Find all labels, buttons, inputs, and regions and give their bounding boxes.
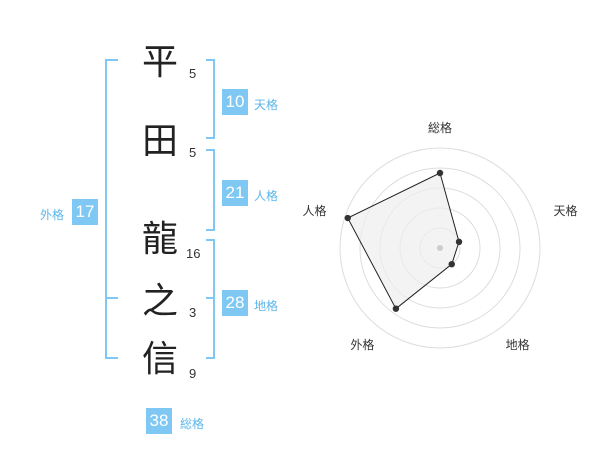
radar-point-3 bbox=[448, 260, 455, 268]
radar-point-5 bbox=[344, 214, 351, 222]
radar-axis-label-4: 外格 bbox=[350, 337, 374, 352]
radar-point-2 bbox=[455, 238, 463, 246]
stroke-count-5: 9 bbox=[189, 366, 197, 381]
name-char-3: 龍 bbox=[141, 219, 178, 260]
radar-point-4 bbox=[392, 305, 400, 312]
stroke-count-3: 16 bbox=[186, 246, 201, 261]
radar-axis-label-2: 天格 bbox=[554, 203, 578, 218]
radar-ring-5 bbox=[339, 147, 541, 349]
stroke-count-1: 5 bbox=[189, 66, 197, 81]
radar-ring-4 bbox=[359, 167, 521, 329]
radar-axis-label-3: 地格 bbox=[506, 337, 530, 352]
name-char-5: 信 bbox=[141, 339, 178, 380]
radar-point-1 bbox=[436, 169, 444, 177]
name-char-1: 平 bbox=[141, 42, 178, 83]
radar-area bbox=[347, 172, 460, 310]
radar-center bbox=[437, 245, 443, 251]
gaikaku-value: 17 bbox=[72, 199, 98, 225]
name-char-4: 之 bbox=[141, 281, 178, 322]
soukaku-value: 38 bbox=[146, 408, 172, 434]
radar-axis-label-5: 人格 bbox=[302, 203, 326, 218]
radar-axis-label-1: 総格 bbox=[428, 120, 452, 135]
stroke-count-2: 5 bbox=[189, 145, 197, 160]
name-char-2: 田 bbox=[141, 121, 178, 162]
stroke-count-4: 3 bbox=[189, 305, 197, 320]
soukaku-label: 総格 bbox=[180, 417, 205, 431]
tenkaku-value: 10 bbox=[222, 89, 248, 115]
jinkaku-value: 21 bbox=[222, 180, 248, 206]
tenkaku-label: 天格 bbox=[254, 98, 279, 112]
chikaku-label: 地格 bbox=[254, 299, 279, 313]
jinkaku-label: 人格 bbox=[254, 189, 279, 203]
chikaku-value: 28 bbox=[222, 290, 248, 316]
gaikaku-label: 外格 bbox=[40, 208, 65, 222]
